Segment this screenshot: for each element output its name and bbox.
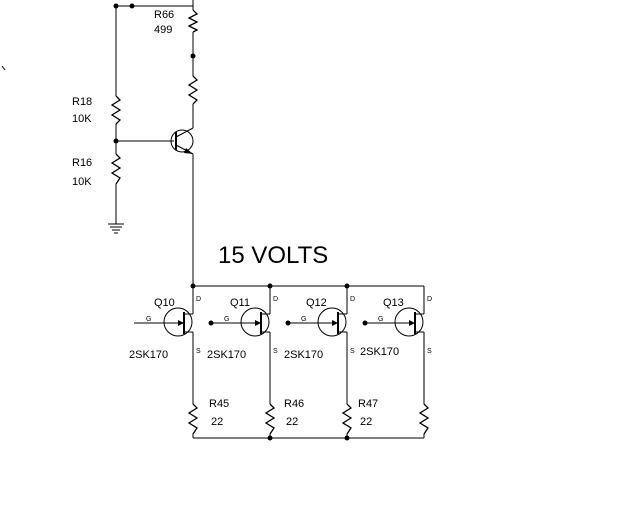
gate-pin-label: G — [378, 316, 383, 323]
source-pin-label: S — [427, 348, 432, 355]
q13-part: 2SK170 — [360, 346, 399, 358]
drain-pin-label: D — [350, 296, 355, 303]
q11-part: 2SK170 — [207, 349, 246, 361]
q13-name: Q13 — [383, 297, 404, 309]
junction-dot — [208, 320, 214, 326]
source-pin-label: S — [350, 348, 355, 355]
junction-dot — [190, 53, 196, 59]
bjt-transistor — [170, 127, 194, 155]
resistor-r45 — [187, 403, 199, 435]
voltage-label: 15 VOLTS — [218, 242, 328, 269]
gate-pin-label: G — [146, 316, 151, 323]
drain-pin-label: D — [427, 296, 432, 303]
r45-value: 22 — [211, 416, 223, 428]
q12-name: Q12 — [306, 297, 327, 309]
jfet-q11 — [211, 307, 271, 337]
stray-mark — [1, 65, 6, 71]
junction-dot — [267, 435, 273, 441]
r16-name: R16 — [72, 157, 92, 169]
gate-pin-label: G — [224, 316, 229, 323]
ground-symbol — [108, 223, 124, 234]
drain-pin-label: D — [196, 296, 201, 303]
q10-name: Q10 — [154, 297, 175, 309]
resistor-r18 — [110, 95, 122, 125]
r46-value: 22 — [286, 416, 298, 428]
q12-part: 2SK170 — [284, 349, 323, 361]
source-pin-label: S — [273, 348, 278, 355]
jfet-q13 — [365, 307, 425, 337]
r47-name: R47 — [358, 398, 378, 410]
junction-dot — [362, 320, 368, 326]
r47-value: 22 — [360, 416, 372, 428]
drain-pin-label: D — [273, 296, 278, 303]
r16-value: 10K — [72, 176, 92, 188]
jfet-q12 — [288, 307, 348, 337]
source-pin-label: S — [196, 348, 201, 355]
r66-name: R66 — [154, 9, 174, 21]
resistor-r47 — [341, 403, 353, 435]
junction-dot — [129, 3, 135, 9]
r18-name: R18 — [72, 96, 92, 108]
r46-name: R46 — [284, 398, 304, 410]
r66-value: 499 — [154, 24, 172, 36]
resistor — [418, 403, 430, 435]
resistor-r46 — [264, 403, 276, 435]
r45-name: R45 — [209, 398, 229, 410]
r18-value: 10K — [72, 113, 92, 125]
junction-dot — [344, 435, 350, 441]
jfet-q10 — [134, 307, 194, 337]
junction-dot — [285, 320, 291, 326]
resistor — [187, 75, 199, 105]
q11-name: Q11 — [230, 297, 250, 309]
resistor-r16 — [110, 153, 122, 185]
q10-part: 2SK170 — [129, 349, 168, 361]
gate-pin-label: G — [301, 316, 306, 323]
resistor-r66 — [187, 9, 199, 33]
